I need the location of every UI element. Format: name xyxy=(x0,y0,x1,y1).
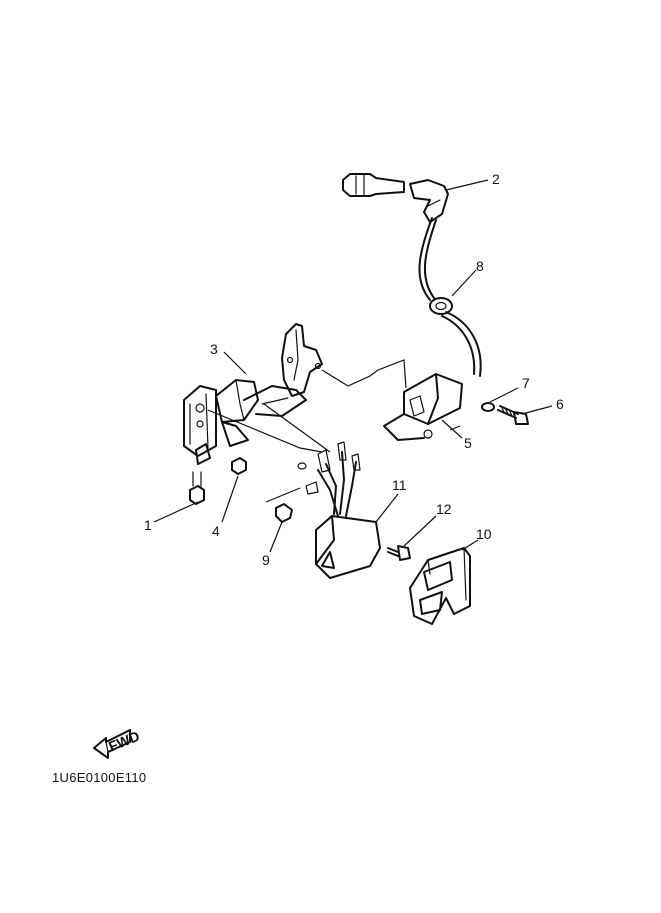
cdi-unit xyxy=(207,403,381,579)
callout-7: 7 xyxy=(522,375,530,391)
drawing-code: 1U6E0100E110 xyxy=(52,770,147,785)
callout-10: 10 xyxy=(476,526,492,542)
small-block xyxy=(231,457,247,475)
callout-4: 4 xyxy=(212,523,220,539)
high-tension-cord xyxy=(418,217,482,377)
cdi-bolt xyxy=(265,487,301,523)
callout-5: 5 xyxy=(464,435,472,451)
spark-plug-cap xyxy=(342,173,449,223)
coil-bolt xyxy=(497,405,529,425)
cdi-mount-bolt xyxy=(387,545,411,561)
grommet xyxy=(429,297,453,315)
washer xyxy=(481,402,495,412)
callout-12: 12 xyxy=(436,501,452,517)
callout-9: 9 xyxy=(262,552,270,568)
fwd-label: FWD xyxy=(106,728,142,755)
fwd-arrow-icon: FWD xyxy=(93,728,142,759)
ground-wire xyxy=(321,359,407,389)
callout-8: 8 xyxy=(476,258,484,274)
callout-6: 6 xyxy=(556,396,564,412)
callout-11: 11 xyxy=(392,477,407,493)
cdi-bracket xyxy=(409,547,471,625)
callout-3: 3 xyxy=(210,341,218,357)
base-screw xyxy=(189,471,205,505)
base-bracket xyxy=(183,323,323,465)
callout-2: 2 xyxy=(492,171,500,187)
callout-1: 1 xyxy=(144,517,152,533)
ignition-coil xyxy=(383,373,463,441)
